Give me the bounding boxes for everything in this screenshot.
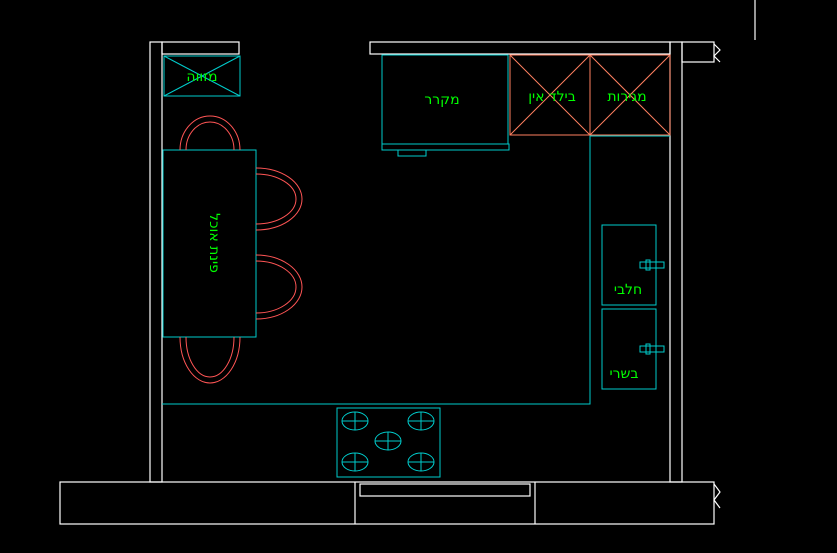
pantry: מזווה xyxy=(163,55,241,97)
walls xyxy=(59,0,756,525)
bottom-wall xyxy=(59,481,715,525)
right-wall xyxy=(669,41,683,483)
drawers-cabinet xyxy=(589,54,671,136)
chair-right-lower xyxy=(255,254,303,320)
burner-bottom-right xyxy=(407,452,435,472)
cooktop-body xyxy=(336,407,441,478)
top-wall-left xyxy=(161,41,240,55)
dining-table xyxy=(162,149,257,338)
chair-bottom xyxy=(179,336,241,384)
fridge-label: מקרר xyxy=(424,92,459,108)
meat-sink-label: בשרי xyxy=(609,366,638,382)
meat-sink-faucet xyxy=(639,345,665,353)
burner-center xyxy=(374,431,402,451)
meat-sink: בשרי xyxy=(601,308,665,390)
built-in-oven-label: בילד אין xyxy=(528,89,576,105)
left-wall xyxy=(149,41,163,483)
dining-area: פינת אוכל xyxy=(162,115,303,384)
dairy-sink-faucet xyxy=(639,261,665,269)
right-wall-stub-top xyxy=(681,41,715,63)
pantry-label: מזווה xyxy=(186,69,217,85)
burner-top-left xyxy=(341,411,369,431)
chair-right-upper xyxy=(255,167,303,231)
counter-outline xyxy=(162,135,670,405)
cooktop xyxy=(336,407,441,478)
break-mark-top xyxy=(713,43,721,63)
meat-sink-basin xyxy=(601,308,657,390)
fridge-handle xyxy=(397,149,427,157)
fridge-door xyxy=(381,143,510,151)
dairy-sink: חלבי xyxy=(601,224,665,306)
pantry-box xyxy=(163,55,241,97)
dairy-sink-label: חלבי xyxy=(614,282,642,298)
burner-bottom-left xyxy=(341,452,369,472)
dairy-sink-basin xyxy=(601,224,657,306)
fridge: מקרר xyxy=(381,54,510,157)
drawers-label: מגירות xyxy=(607,89,646,105)
break-mark-bottom xyxy=(713,483,721,509)
top-wall-right xyxy=(369,41,671,55)
window-sill xyxy=(359,483,531,497)
upper-cabinets: בילד אין מגירות xyxy=(509,54,671,136)
dining-table-label: פינת אוכל xyxy=(206,213,222,273)
chair-top xyxy=(179,115,241,151)
burner-top-right xyxy=(407,411,435,431)
